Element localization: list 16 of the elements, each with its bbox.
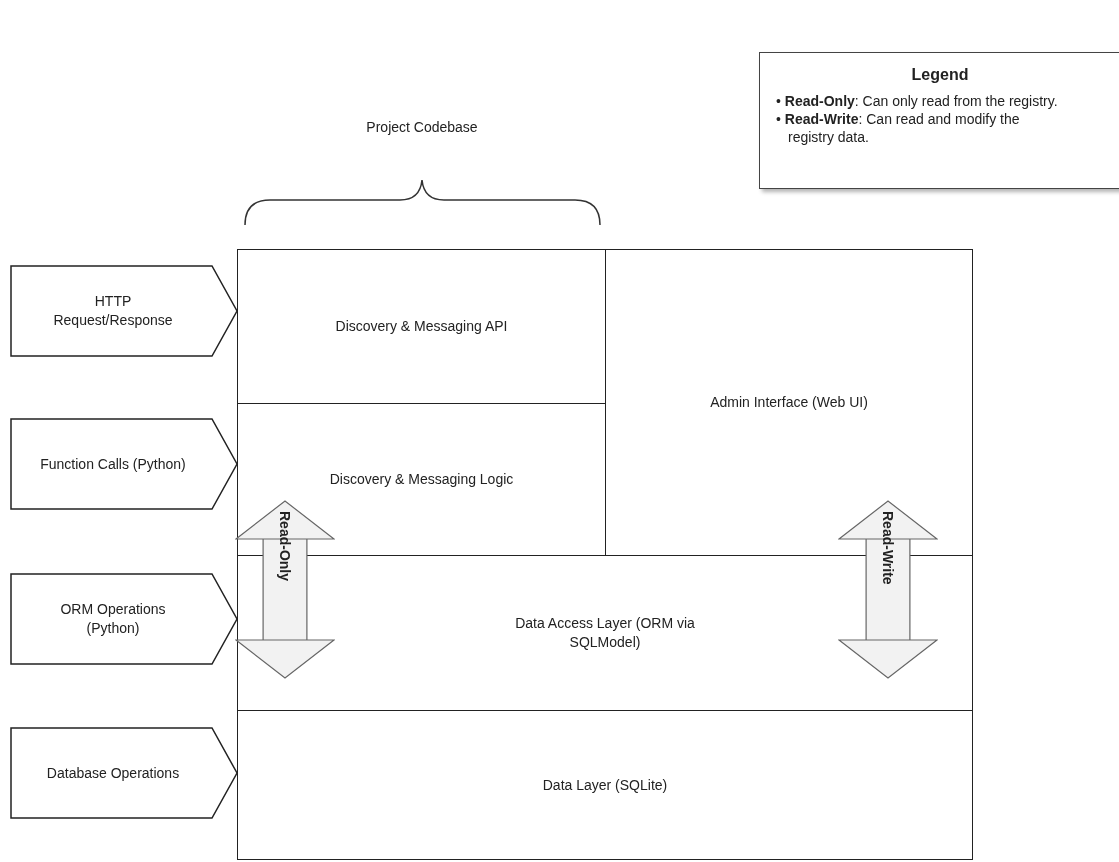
arrow-label: Read-Only (277, 511, 293, 581)
layer-label: Admin Interface (Web UI) (710, 393, 868, 412)
legend-entry: • Read-Only: Can only read from the registry. (776, 92, 1059, 110)
layer-label: Data Layer (SQLite) (542, 775, 668, 795)
layer-label: Discovery & Messaging Logic (329, 470, 514, 489)
legend-box (759, 52, 1119, 189)
legend-title: Legend (910, 65, 970, 84)
layer-label: Data Access Layer (ORM via SQLModel) (514, 614, 696, 652)
bracket-label: Project Codebase (365, 119, 479, 135)
arrow-label: Read-Write (880, 511, 896, 585)
legend-entry: • Read-Write: Can read and modify the registry data. (776, 110, 1021, 146)
layer-label: Database Operations (46, 763, 180, 783)
layer-label: Function Calls (Python) (40, 454, 186, 474)
layer-label: ORM Operations (Python) (59, 600, 167, 638)
layer-label: HTTP Request/Response (52, 292, 174, 330)
layer-label: Discovery & Messaging API (335, 317, 508, 336)
